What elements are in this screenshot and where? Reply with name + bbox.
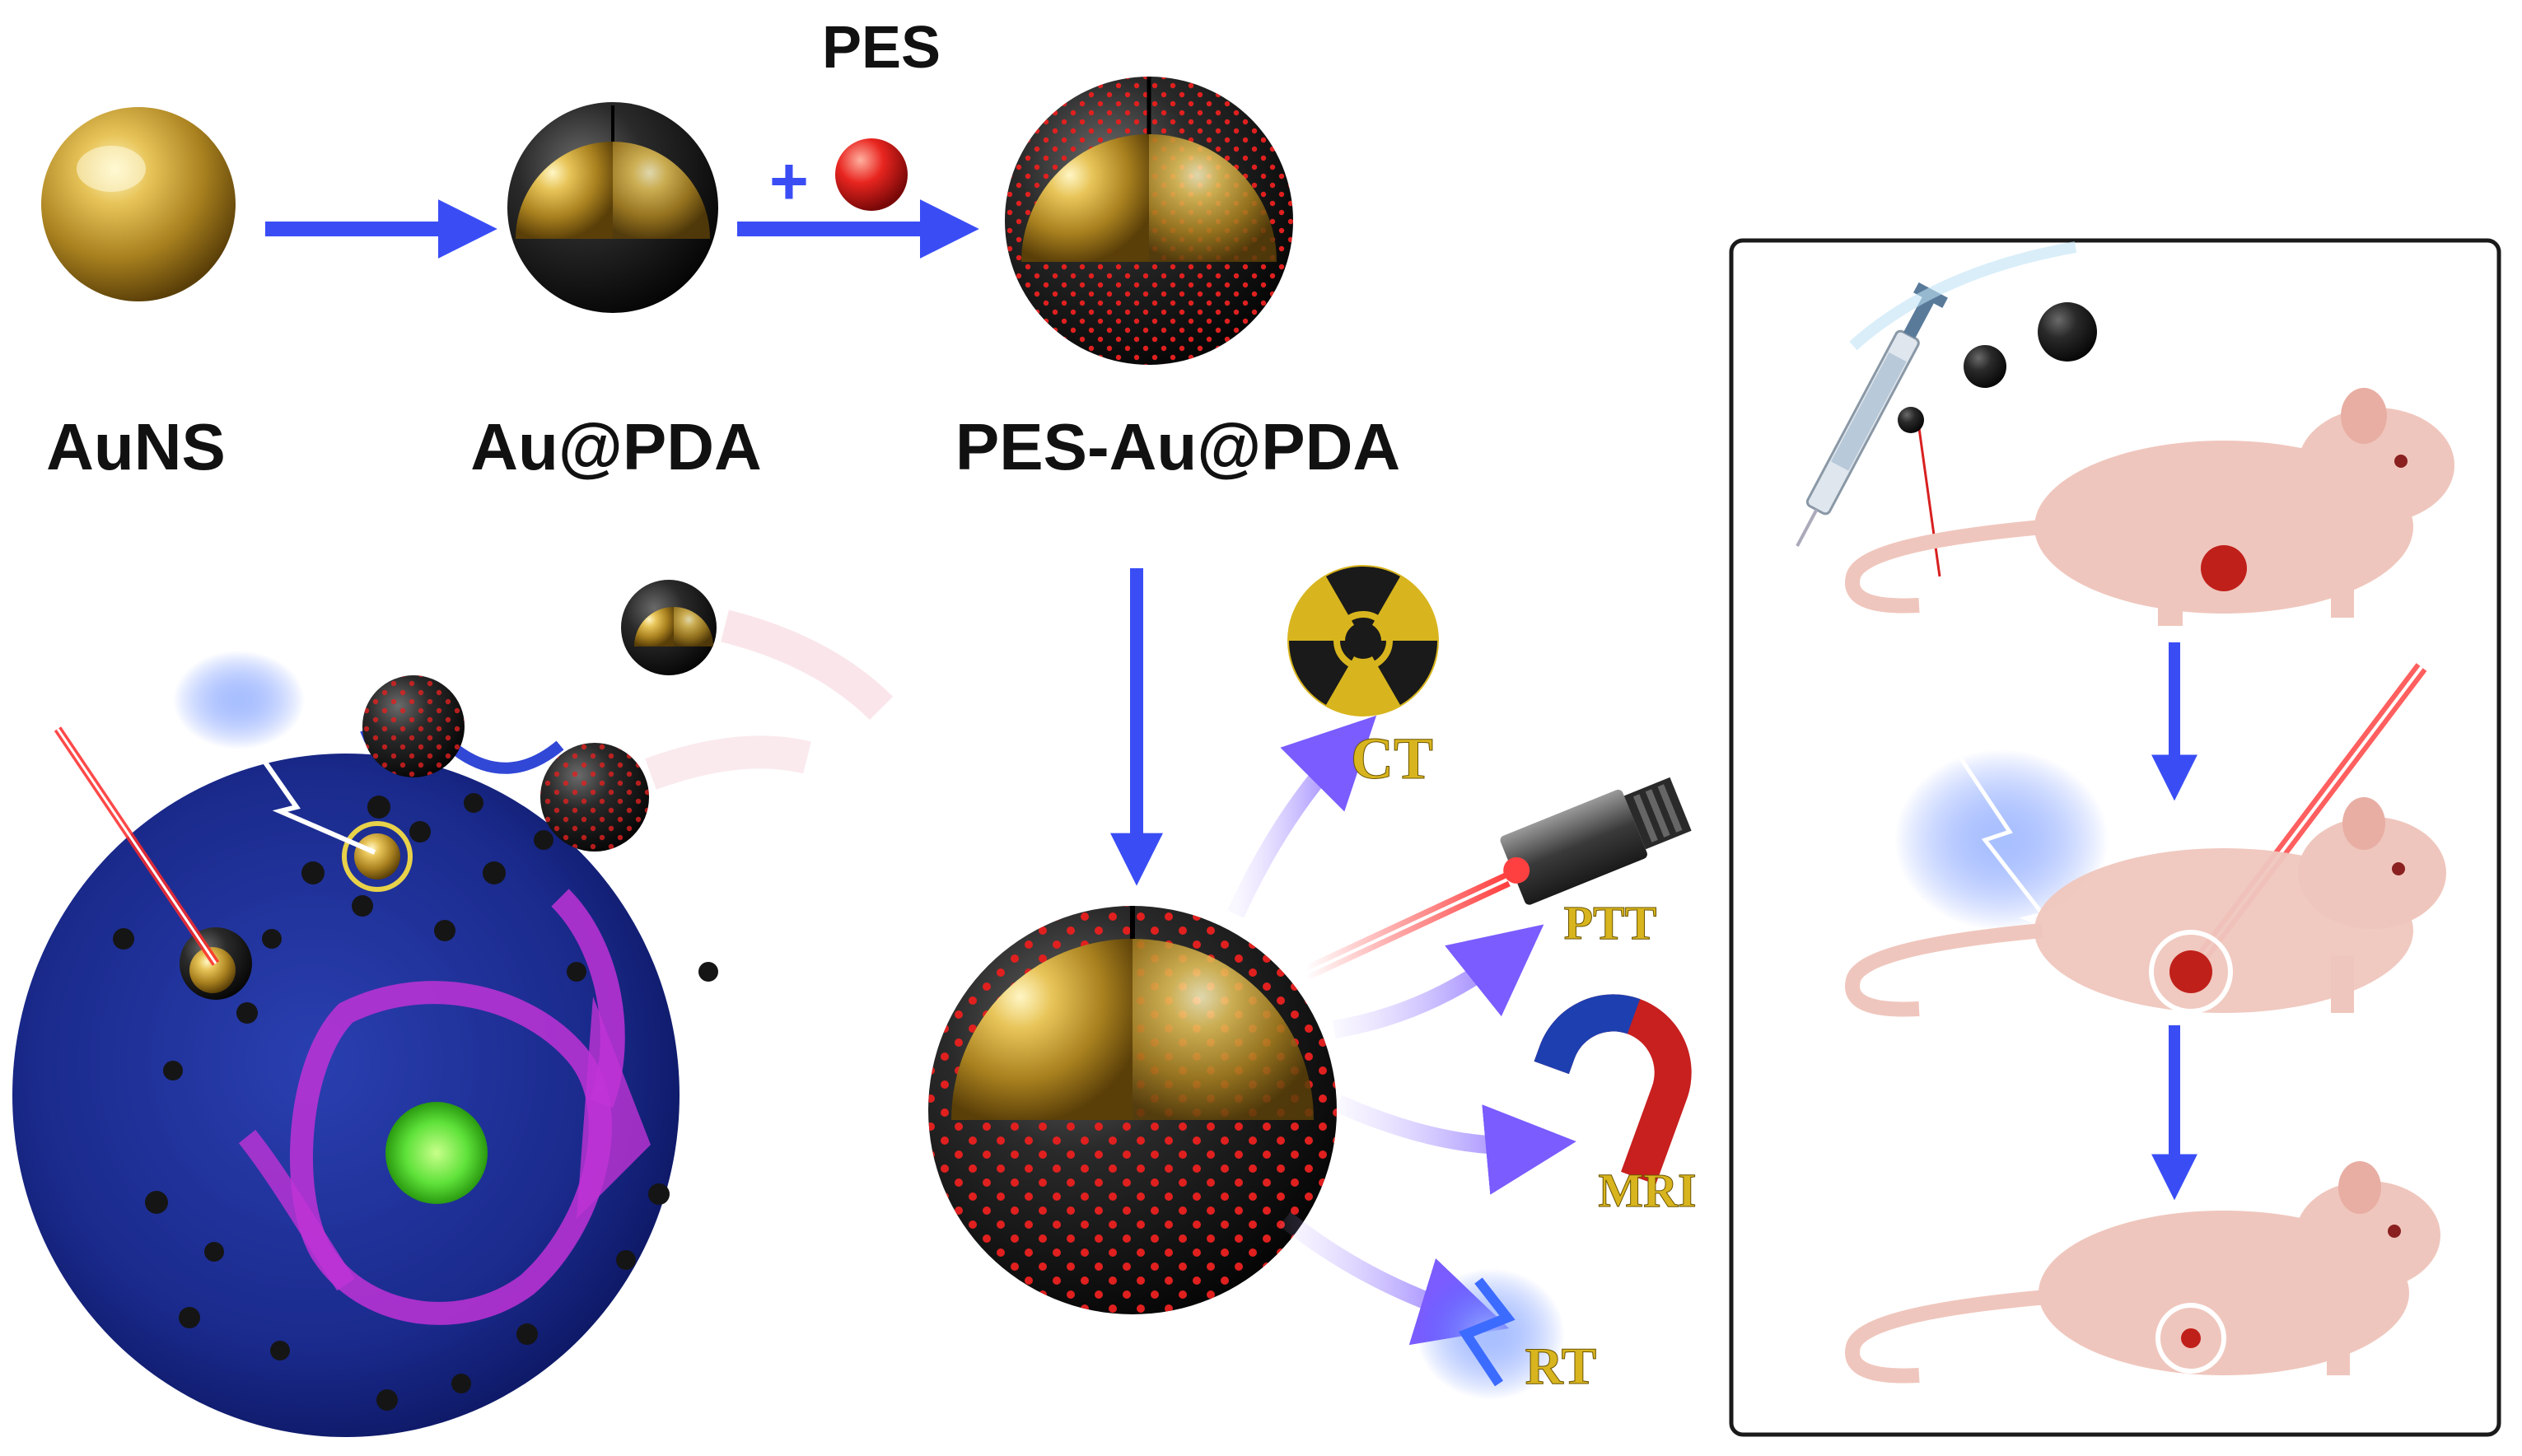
laser-emitter-icon — [1500, 777, 1692, 905]
application-arrow-ptt — [1333, 924, 1544, 1038]
radiation-icon — [1287, 565, 1439, 716]
mouse-treatment-stage — [1845, 663, 2446, 1017]
organelle-shape — [290, 981, 612, 1325]
pes-molecule-icon — [835, 138, 908, 211]
theranostic-hub: CT PTT MRI RT — [928, 565, 1697, 1400]
mouse-injection-stage — [1796, 241, 2454, 626]
au-pda-particle-icon — [507, 102, 718, 313]
au-pda-label: Au@PDA — [470, 410, 762, 483]
injected-nanoparticle — [2038, 302, 2097, 362]
mouse-recovery-stage — [1845, 1161, 2440, 1384]
synthesis-row: PES + AuNS Au@PDA PES-Au@PDA — [41, 15, 1400, 483]
ptt-label: PTT — [1564, 896, 1657, 950]
application-arrow-mri — [1334, 1094, 1576, 1195]
auns-label: AuNS — [46, 410, 226, 483]
organelle-shape — [577, 996, 651, 1219]
approaching-nanoparticle — [540, 743, 649, 852]
approaching-nanoparticle — [362, 675, 465, 777]
motion-trail — [721, 609, 894, 721]
application-arrow-ct — [1227, 715, 1377, 918]
pes-au-pda-large-particle-icon — [928, 906, 1337, 1314]
cell-illustration — [12, 580, 894, 1437]
pes-reagent-label: PES — [822, 15, 941, 81]
magnet-icon — [1534, 994, 1692, 1185]
uptaken-particle-highlight — [342, 821, 413, 892]
mouse-icon — [1845, 797, 2446, 1017]
internalized-nanoparticles — [113, 793, 718, 1411]
ct-label: CT — [1351, 726, 1433, 791]
nucleus-icon — [385, 1102, 488, 1204]
syringe-icon — [1796, 282, 1948, 548]
in-vivo-panel — [1729, 238, 2501, 1437]
approaching-nanoparticle — [621, 580, 717, 675]
injected-nanoparticle — [1898, 407, 1924, 433]
tumor-icon — [2169, 950, 2212, 993]
mri-label: MRI — [1598, 1164, 1696, 1217]
organelle-shape — [238, 1129, 355, 1291]
pes-au-pda-label: PES-Au@PDA — [955, 410, 1400, 483]
auns-particle-icon — [41, 107, 236, 301]
tumor-icon — [2201, 545, 2247, 591]
mouse-icon — [1845, 388, 2454, 626]
tumor-icon — [2181, 1328, 2201, 1348]
injected-nanoparticle — [1964, 345, 2006, 388]
lightning-icon — [1458, 1277, 1516, 1387]
pes-au-pda-particle-icon — [1005, 77, 1293, 365]
motion-trail — [645, 735, 811, 790]
mouse-icon — [1845, 1161, 2440, 1384]
plus-sign: + — [769, 144, 809, 219]
rt-label: RT — [1525, 1337, 1597, 1395]
